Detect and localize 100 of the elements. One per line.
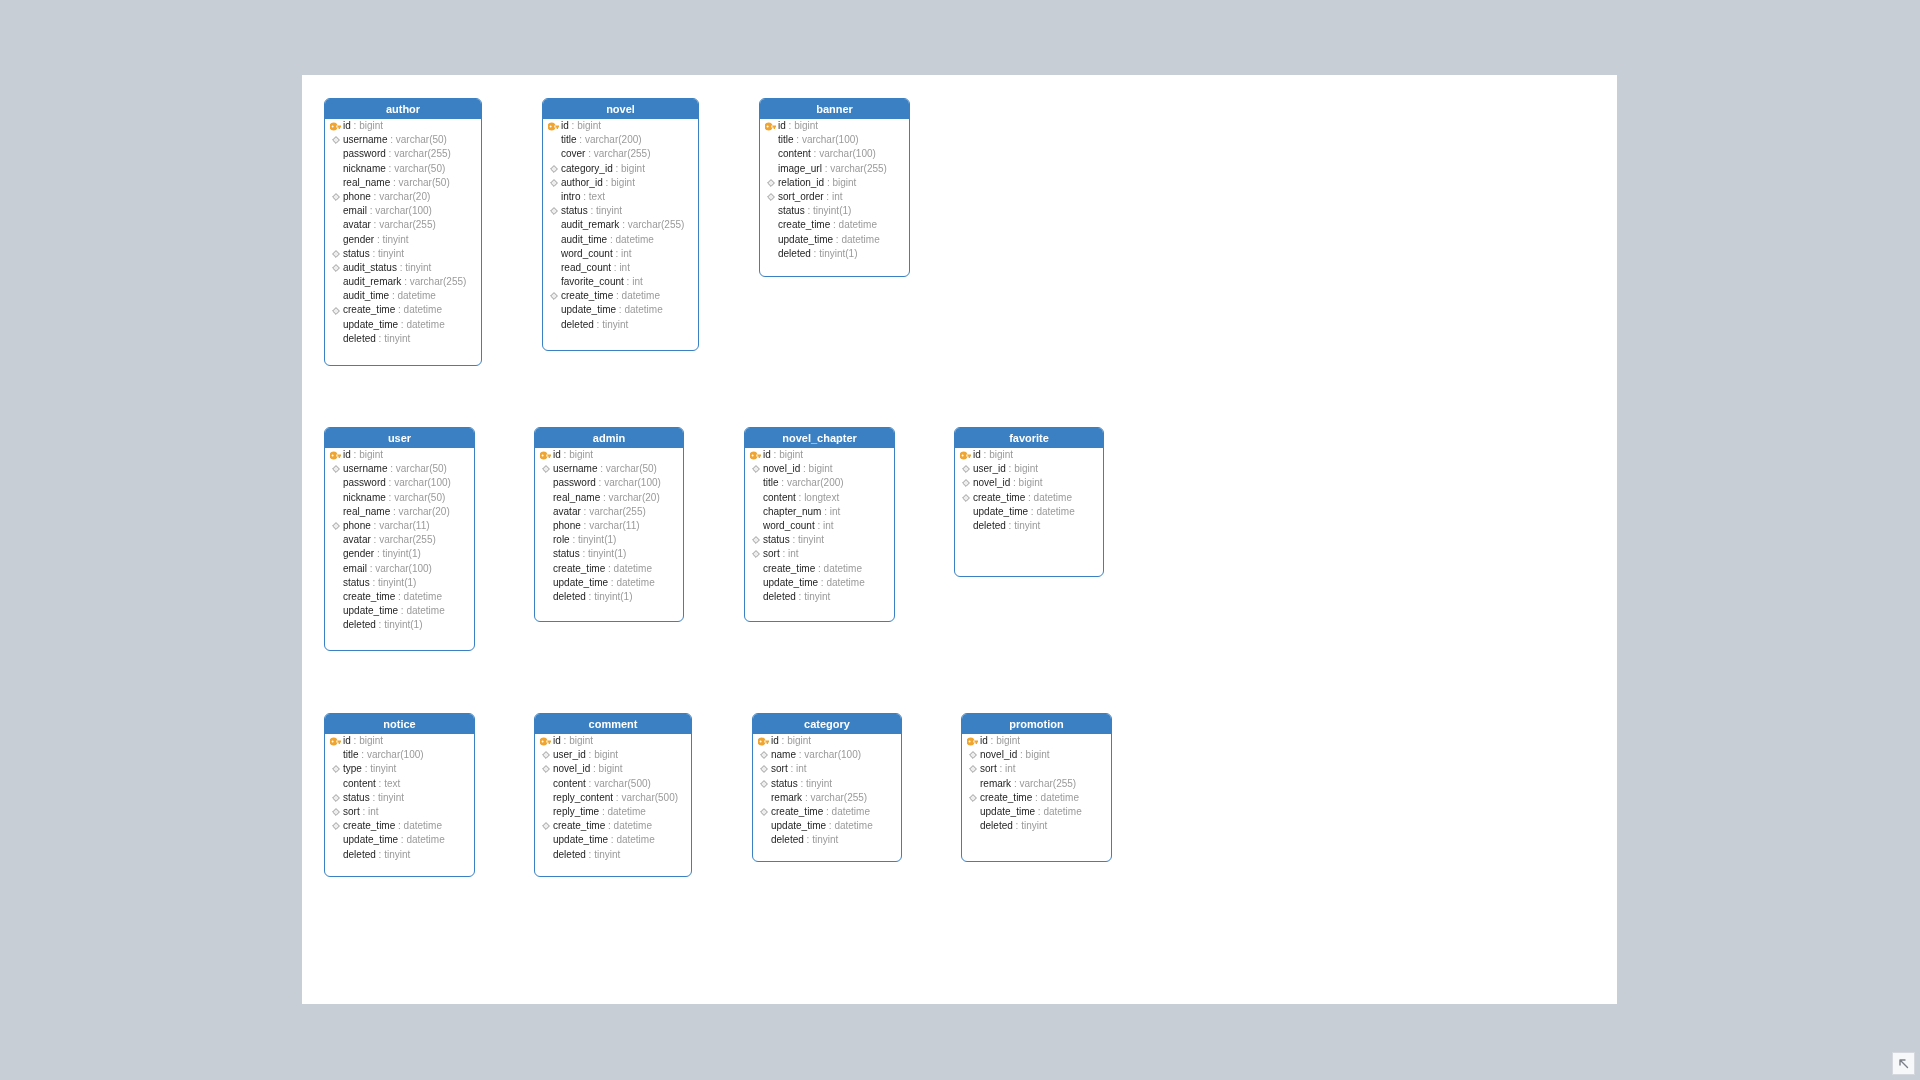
column-definition: status : tinyint(1) [553,547,628,562]
column-definition: nickname : varchar(50) [343,490,447,505]
column-definition: create_time : datetime [343,303,443,318]
column-definition: novel_id : bigint [763,462,834,477]
column-definition: email : varchar(100) [343,561,433,576]
column-definition: audit_time : datetime [561,232,655,247]
column-definition: create_time : datetime [771,804,871,819]
column-definition: id : bigint [561,119,603,133]
column-definition: deleted : tinyint [973,518,1042,533]
column-definition: id : bigint [343,119,385,133]
column-definition: create_time : datetime [553,819,653,834]
column-definition: id : bigint [343,448,385,462]
column-definition: title : varchar(100) [778,133,860,148]
entity-table [961,713,1112,862]
column-definition: email : varchar(100) [343,204,433,219]
column-definition: real_name : varchar(50) [343,175,451,190]
column-definition: status : tinyint [763,533,826,548]
column-definition: update_time : datetime [343,604,446,619]
column-definition: favorite_count : int [561,275,644,290]
column-definition: author_id : bigint [561,175,636,190]
table-header: user [325,428,474,448]
entity-table [759,98,910,277]
column-definition: gender : tinyint [343,232,410,247]
table-header: novel [543,99,698,119]
column-definition: content : longtext [763,490,841,505]
column-definition: sort : int [343,804,380,819]
column-definition: create_time : datetime [553,561,653,576]
column-definition: audit_status : tinyint [343,260,433,275]
column-definition: reply_content : varchar(500) [553,790,680,805]
table-header: admin [535,428,683,448]
column-definition: deleted : tinyint [771,833,840,848]
column-definition: real_name : varchar(20) [553,490,661,505]
column-definition: username : varchar(50) [343,133,448,148]
column-definition: id : bigint [973,448,1015,462]
column-definition: intro : text [561,189,606,204]
column-definition: nickname : varchar(50) [343,161,447,176]
column-definition: deleted : tinyint [343,847,412,862]
column-definition: deleted : tinyint [343,331,412,346]
column-definition: update_time : datetime [973,504,1076,519]
table-header: notice [325,714,474,734]
column-definition: password : varchar(255) [343,147,452,162]
column-definition: category_id : bigint [561,161,646,176]
column-definition: status : tinyint [561,204,624,219]
column-definition: id : bigint [343,734,385,748]
column-definition: update_time : datetime [763,575,866,590]
column-definition: password : varchar(100) [343,476,452,491]
column-definition: phone : varchar(11) [553,518,641,533]
column-definition: update_time : datetime [553,575,656,590]
column-definition: update_time : datetime [561,303,664,318]
entity-table [744,427,895,622]
column-definition: remark : varchar(255) [980,776,1078,791]
column-definition: avatar : varchar(255) [343,218,437,233]
column-definition: image_url : varchar(255) [778,161,888,176]
column-definition: id : bigint [553,734,595,748]
column-definition: create_time : datetime [343,819,443,834]
column-definition: create_time : datetime [973,490,1073,505]
column-definition: sort : int [980,762,1017,777]
column-definition: deleted : tinyint [763,589,832,604]
column-definition: title : varchar(100) [343,748,425,763]
column-definition: create_time : datetime [980,790,1080,805]
entity-table [534,713,692,877]
column-definition: phone : varchar(11) [343,518,431,533]
column-definition: cover : varchar(255) [561,147,652,162]
column-definition: create_time : datetime [561,289,661,304]
column-definition: deleted : tinyint [980,819,1049,834]
column-definition: update_time : datetime [771,819,874,834]
column-definition: deleted : tinyint(1) [343,618,424,633]
column-definition: username : varchar(50) [343,462,448,477]
column-definition: audit_remark : varchar(255) [343,275,468,290]
column-definition: content : varchar(500) [553,776,652,791]
column-definition: novel_id : bigint [973,476,1044,491]
column-definition: id : bigint [980,734,1022,748]
column-definition: update_time : datetime [343,317,446,332]
column-definition: username : varchar(50) [553,462,658,477]
column-definition: novel_id : bigint [553,762,624,777]
column-definition: status : tinyint [771,776,834,791]
column-definition: deleted : tinyint [561,317,630,332]
table-header: promotion [962,714,1111,734]
column-definition: status : tinyint [343,246,406,261]
table-header: author [325,99,481,119]
table-header: novel_chapter [745,428,894,448]
column-definition: read_count : int [561,260,631,275]
column-definition: avatar : varchar(255) [343,533,437,548]
column-definition: update_time : datetime [553,833,656,848]
column-definition: create_time : datetime [343,589,443,604]
column-definition: type : tinyint [343,762,398,777]
column-definition: password : varchar(100) [553,476,662,491]
column-definition: real_name : varchar(20) [343,504,451,519]
table-header: banner [760,99,909,119]
column-definition: deleted : tinyint [553,847,622,862]
entity-table [542,98,699,351]
column-definition: status : tinyint(1) [778,204,853,219]
column-definition: sort_order : int [778,189,844,204]
table-header: comment [535,714,691,734]
entity-table [534,427,684,622]
column-definition: name : varchar(100) [771,748,863,763]
column-definition: deleted : tinyint(1) [778,246,859,261]
column-definition: create_time : datetime [778,218,878,233]
column-definition: content : varchar(100) [778,147,877,162]
entity-table [324,98,482,366]
